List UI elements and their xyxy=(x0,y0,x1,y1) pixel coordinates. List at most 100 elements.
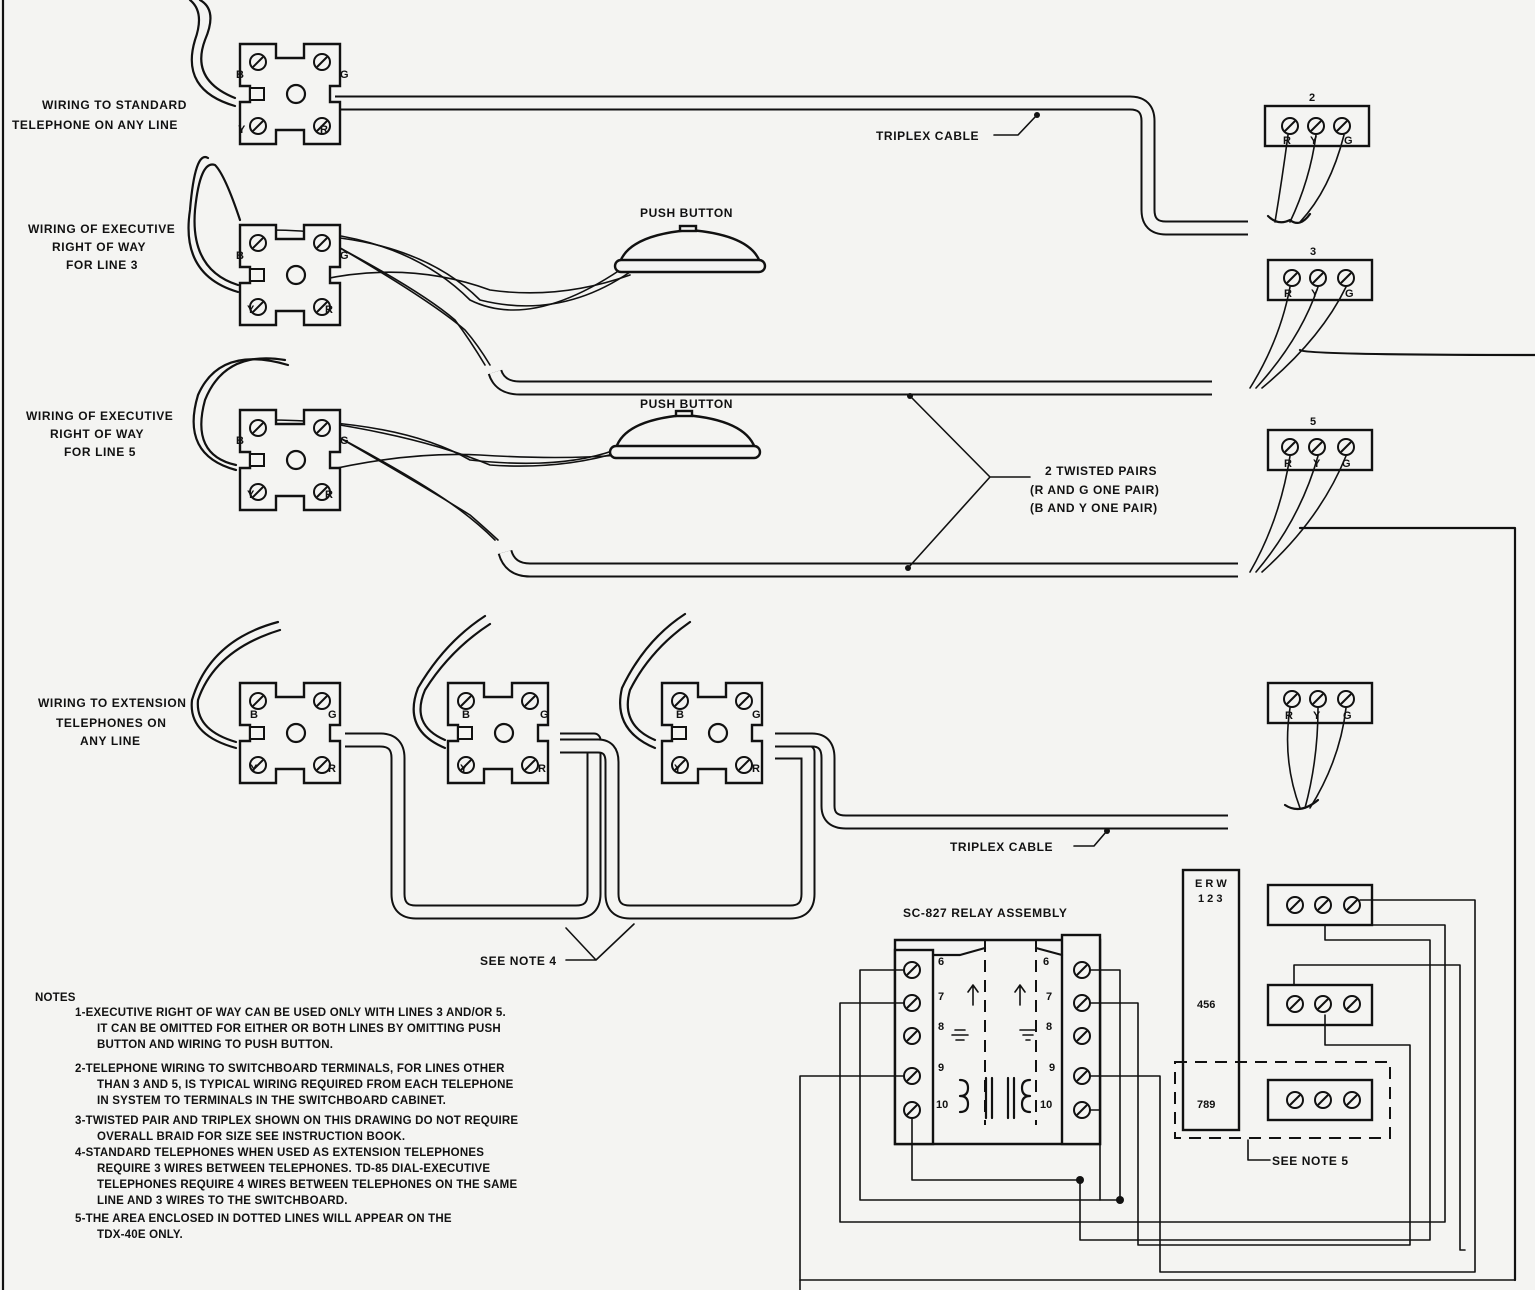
svg-text:R: R xyxy=(1284,288,1292,300)
svg-text:R: R xyxy=(328,763,336,775)
push-button-5 xyxy=(608,409,762,460)
svg-text:R: R xyxy=(1284,458,1292,470)
cable-extension xyxy=(345,732,1228,920)
svg-text:LINE AND 3 WIRES TO THE SWITCH: LINE AND 3 WIRES TO THE SWITCHBOARD. xyxy=(97,1195,348,1207)
svg-text:3-TWISTED PAIR AND TRIPLEX SHO: 3-TWISTED PAIR AND TRIPLEX SHOWN ON THIS… xyxy=(75,1115,518,1127)
svg-text:TRIPLEX CABLE: TRIPLEX CABLE xyxy=(876,129,979,143)
relay-assembly: SC-827 RELAY ASSEMBLY 6 7 8 9 10 6 7 8 9… xyxy=(893,906,1102,1146)
svg-text:TELEPHONES REQUIRE 4 WIRES BET: TELEPHONES REQUIRE 4 WIRES BETWEEN TELEP… xyxy=(97,1179,517,1191)
terminal-strip-3: 3 xyxy=(1249,246,1535,389)
svg-text:G: G xyxy=(340,435,349,447)
svg-text:G: G xyxy=(340,250,349,262)
cable-exec-5 xyxy=(497,549,1238,578)
terminal-strip-5: 5 xyxy=(1249,416,1517,1282)
svg-text:456: 456 xyxy=(1197,999,1215,1011)
svg-text:G: G xyxy=(1342,458,1351,470)
svg-text:G: G xyxy=(1345,288,1354,300)
svg-text:2 TWISTED PAIRS: 2 TWISTED PAIRS xyxy=(1045,464,1157,478)
cable-standard xyxy=(335,95,1248,236)
svg-text:10: 10 xyxy=(1040,1099,1052,1111)
svg-text:6: 6 xyxy=(938,956,944,968)
svg-text:7: 7 xyxy=(938,991,944,1003)
svg-text:R: R xyxy=(538,763,546,775)
svg-text:OVERALL BRAID FOR SIZE SEE INS: OVERALL BRAID FOR SIZE SEE INSTRUCTION B… xyxy=(97,1131,405,1143)
svg-text:B: B xyxy=(236,435,244,447)
svg-text:E R W: E R W xyxy=(1195,878,1227,890)
svg-text:NOTES: NOTES xyxy=(35,992,76,1004)
push-button-3 xyxy=(613,224,767,274)
strip-letters: R Y G R Y G R Y G R Y G xyxy=(1283,135,1354,722)
svg-text:R: R xyxy=(320,124,328,136)
svg-text:Y: Y xyxy=(247,304,255,316)
svg-text:ANY LINE: ANY LINE xyxy=(80,734,141,748)
svg-text:2-TELEPHONE WIRING TO SWITCHBO: 2-TELEPHONE WIRING TO SWITCHBOARD TERMIN… xyxy=(75,1063,505,1075)
svg-text:Y: Y xyxy=(674,763,682,775)
svg-text:G: G xyxy=(1344,135,1353,147)
svg-text:5-THE AREA ENCLOSED IN DOTTED: 5-THE AREA ENCLOSED IN DOTTED LINES WILL… xyxy=(75,1213,452,1225)
svg-text:BUTTON AND WIRING TO PUSH BUTT: BUTTON AND WIRING TO PUSH BUTTON. xyxy=(97,1039,333,1051)
svg-text:G: G xyxy=(540,709,549,721)
svg-text:THAN 3 AND 5, IS TYPICAL WIRIN: THAN 3 AND 5, IS TYPICAL WIRING REQUIRED… xyxy=(97,1079,514,1091)
svg-text:9: 9 xyxy=(1049,1062,1055,1074)
svg-text:Y: Y xyxy=(1313,710,1321,722)
svg-text:WIRING TO STANDARD: WIRING TO STANDARD xyxy=(42,98,187,112)
svg-text:3: 3 xyxy=(1310,246,1316,258)
svg-text:1 2 3: 1 2 3 xyxy=(1198,893,1222,905)
svg-text:WIRING OF EXECUTIVE: WIRING OF EXECUTIVE xyxy=(28,222,175,236)
svg-text:10: 10 xyxy=(936,1099,948,1111)
push-button-label-5: PUSH BUTTON xyxy=(640,397,733,411)
svg-text:Y: Y xyxy=(1313,458,1321,470)
svg-text:Y: Y xyxy=(238,124,246,136)
svg-text:WIRING OF EXECUTIVE: WIRING OF EXECUTIVE xyxy=(26,409,173,423)
svg-text:R: R xyxy=(325,489,333,501)
svg-text:IT CAN BE OMITTED FOR EITHER O: IT CAN BE OMITTED FOR EITHER OR BOTH LIN… xyxy=(97,1023,501,1035)
svg-text:Y: Y xyxy=(1311,288,1319,300)
svg-text:B: B xyxy=(236,250,244,262)
terminal-strip-ext xyxy=(1266,681,1374,811)
svg-text:Y: Y xyxy=(1310,135,1318,147)
erw-terminals xyxy=(1174,883,1391,1139)
push-button-label-3: PUSH BUTTON xyxy=(640,206,733,220)
relay-wiring xyxy=(799,899,1516,1290)
svg-text:Y: Y xyxy=(247,489,255,501)
see-note-5-label: SEE NOTE 5 xyxy=(1247,1139,1349,1168)
svg-text:RIGHT OF WAY: RIGHT OF WAY xyxy=(50,427,144,441)
svg-text:B: B xyxy=(462,709,470,721)
svg-text:SEE NOTE 4: SEE NOTE 4 xyxy=(480,954,557,968)
svg-text:R: R xyxy=(1283,135,1291,147)
twisted-pairs-label: 2 TWISTED PAIRS (R AND G ONE PAIR) (B AN… xyxy=(905,393,1159,571)
svg-text:R: R xyxy=(1285,710,1293,722)
svg-text:B: B xyxy=(250,709,258,721)
svg-text:B: B xyxy=(236,69,244,81)
svg-text:IN SYSTEM TO TERMINALS IN THE: IN SYSTEM TO TERMINALS IN THE SWITCHBOAR… xyxy=(97,1095,446,1107)
cords xyxy=(187,0,692,750)
notes: NOTES 1-EXECUTIVE RIGHT OF WAY CAN BE US… xyxy=(35,992,518,1241)
svg-text:REQUIRE 3 WIRES BETWEEN TELEPH: REQUIRE 3 WIRES BETWEEN TELEPHONES. TD-8… xyxy=(97,1163,490,1175)
svg-text:(B AND Y ONE PAIR): (B AND Y ONE PAIR) xyxy=(1030,501,1158,515)
erw-strip: E R W 1 2 3 456 789 xyxy=(1181,868,1241,1132)
svg-text:SC-827 RELAY ASSEMBLY: SC-827 RELAY ASSEMBLY xyxy=(903,906,1067,920)
svg-text:RIGHT OF WAY: RIGHT OF WAY xyxy=(52,240,146,254)
svg-text:5: 5 xyxy=(1310,416,1316,428)
terminal-strip-2: 2 xyxy=(1263,92,1371,224)
svg-text:6: 6 xyxy=(1043,956,1049,968)
cable-exec-3 xyxy=(487,369,1212,396)
svg-text:SEE NOTE 5: SEE NOTE 5 xyxy=(1272,1154,1349,1168)
triplex-label-top: TRIPLEX CABLE xyxy=(876,112,1040,143)
svg-text:2: 2 xyxy=(1309,92,1315,104)
svg-text:Y: Y xyxy=(250,763,258,775)
svg-text:9: 9 xyxy=(938,1062,944,1074)
svg-text:1-EXECUTIVE RIGHT OF WAY CAN B: 1-EXECUTIVE RIGHT OF WAY CAN BE USED ONL… xyxy=(75,1007,506,1019)
triplex-label-bottom: TRIPLEX CABLE xyxy=(950,828,1110,854)
svg-text:(R AND G ONE PAIR): (R AND G ONE PAIR) xyxy=(1030,483,1159,497)
svg-text:Y: Y xyxy=(460,763,468,775)
svg-text:TDX-40E ONLY.: TDX-40E ONLY. xyxy=(97,1229,183,1241)
svg-text:G: G xyxy=(328,709,337,721)
svg-text:8: 8 xyxy=(938,1021,944,1033)
svg-text:R: R xyxy=(325,304,333,316)
svg-text:FOR LINE 5: FOR LINE 5 xyxy=(64,445,136,459)
svg-text:G: G xyxy=(752,709,761,721)
left-labels: WIRING TO STANDARD TELEPHONE ON ANY LINE… xyxy=(12,98,187,748)
svg-text:G: G xyxy=(340,69,349,81)
svg-text:TRIPLEX CABLE: TRIPLEX CABLE xyxy=(950,840,1053,854)
